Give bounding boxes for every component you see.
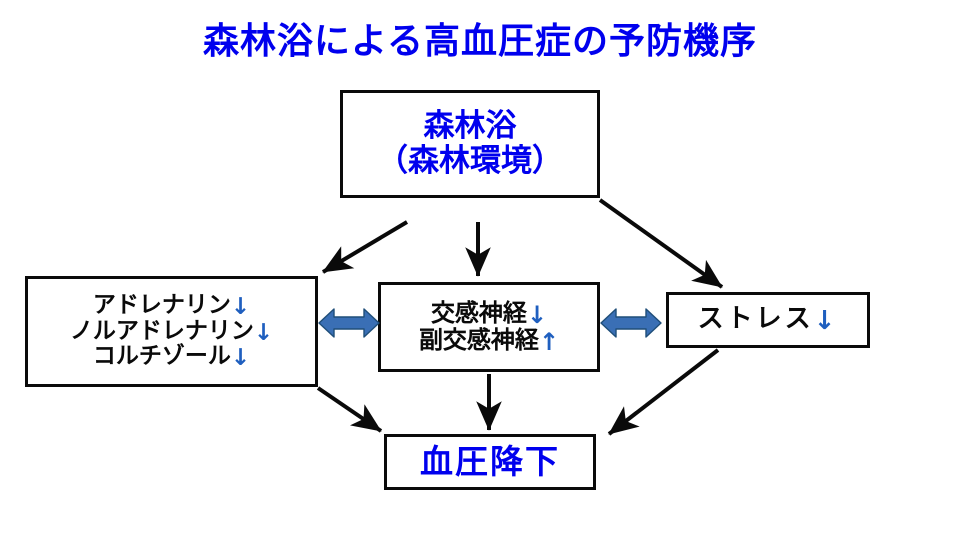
node-blood-pressure-label: 血圧降下 (420, 441, 560, 481)
noradrenaline-down-arrow-icon: ↓ (253, 319, 274, 346)
cortisol-label: コルチゾール (92, 343, 231, 370)
noradrenaline-label: ノルアドレナリン (69, 317, 254, 344)
node-hormones-line-adrenaline: アドレナリン↓ (92, 291, 251, 320)
page-title: 森林浴による高血圧症の予防機序 (203, 21, 757, 62)
arrow-shinrinyoku-to-hormones (321, 220, 409, 274)
bidirectional-arrow-hormones-nerves-icon (318, 308, 380, 338)
node-nerves-line-sympathetic: 交感神経↓ (430, 299, 548, 330)
cortisol-down-arrow-icon: ↓ (230, 345, 251, 372)
node-hormones[interactable]: アドレナリン↓ ノルアドレナリン↓ コルチゾール↓ (25, 276, 318, 387)
adrenaline-label: アドレナリン (92, 291, 231, 318)
node-hormones-line-noradrenaline: ノルアドレナリン↓ (69, 317, 274, 346)
node-forest-bathing[interactable]: 森林浴 （森林環境） (340, 90, 600, 198)
parasympathetic-up-arrow-icon: ↑ (538, 328, 560, 356)
sympathetic-label: 交感神経 (430, 299, 527, 328)
parasympathetic-label: 副交感神経 (418, 326, 539, 354)
stress-label: ストレス (697, 304, 814, 335)
arrow-stress-to-bp (607, 348, 720, 436)
node-forest-bathing-line1: 森林浴 (423, 108, 517, 145)
arrow-hormones-to-bp (316, 386, 383, 433)
node-hormones-line-cortisol: コルチゾール↓ (92, 343, 251, 372)
sympathetic-down-arrow-icon: ↓ (526, 301, 548, 330)
bidirectional-arrow-nerves-stress-icon (600, 308, 662, 338)
arrow-shinrinyoku-to-stress (598, 198, 724, 289)
node-stress-line: ストレス↓ (697, 304, 839, 337)
node-autonomic-nerves[interactable]: 交感神経↓ 副交感神経↑ (378, 282, 600, 372)
stress-down-arrow-icon: ↓ (813, 306, 839, 337)
node-forest-bathing-line2: （森林環境） (377, 143, 563, 179)
node-blood-pressure-reduction[interactable]: 血圧降下 (384, 434, 596, 490)
adrenaline-down-arrow-icon: ↓ (230, 293, 251, 320)
node-stress[interactable]: ストレス↓ (666, 292, 870, 348)
node-nerves-line-parasympathetic: 副交感神経↑ (418, 326, 560, 356)
